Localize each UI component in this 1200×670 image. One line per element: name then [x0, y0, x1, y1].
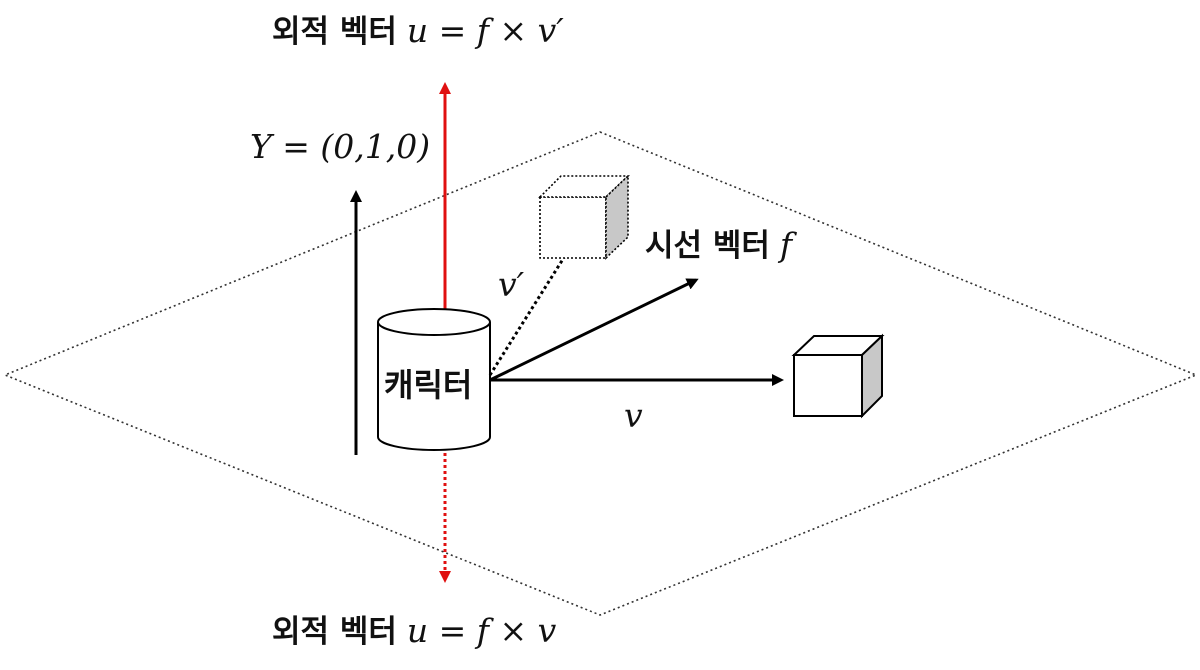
gaze-vector-label: 시선 벡터 f: [645, 228, 792, 262]
cross-vector-bottom-formula: u = f × v: [406, 611, 557, 650]
gaze-vector-prefix: 시선 벡터: [645, 228, 770, 264]
gaze-vector-arrow: [489, 278, 699, 382]
gaze-vector-symbol: f: [779, 225, 793, 264]
vector-v-prime-text: v′: [498, 265, 525, 304]
y-axis-label: Y = (0,1,0): [250, 130, 430, 163]
vector-v-text: v: [624, 396, 643, 435]
character-text: 캐릭터: [384, 366, 473, 404]
cross-vector-bottom-label: 외적 벡터 u = f × v: [272, 614, 556, 648]
character-cylinder-icon: [377, 308, 491, 451]
vector-v-prime-label: v′: [498, 268, 524, 301]
character-label: 캐릭터: [384, 369, 472, 401]
cross-vector-top-formula: u = f × v′: [406, 11, 564, 50]
ground-plane: [2, 131, 1199, 616]
solid-cube-icon: [791, 333, 885, 419]
vector-v-prime-arrow: [488, 237, 577, 376]
cross-vector-top-prefix: 외적 벡터: [272, 14, 397, 50]
y-axis-formula: Y = (0,1,0): [250, 127, 431, 166]
cross-vector-top-label: 외적 벡터 u = f × v′: [272, 14, 564, 48]
dotted-cube-icon: [538, 174, 630, 260]
cross-vector-bottom-prefix: 외적 벡터: [272, 614, 397, 650]
vector-v-label: v: [624, 399, 643, 432]
